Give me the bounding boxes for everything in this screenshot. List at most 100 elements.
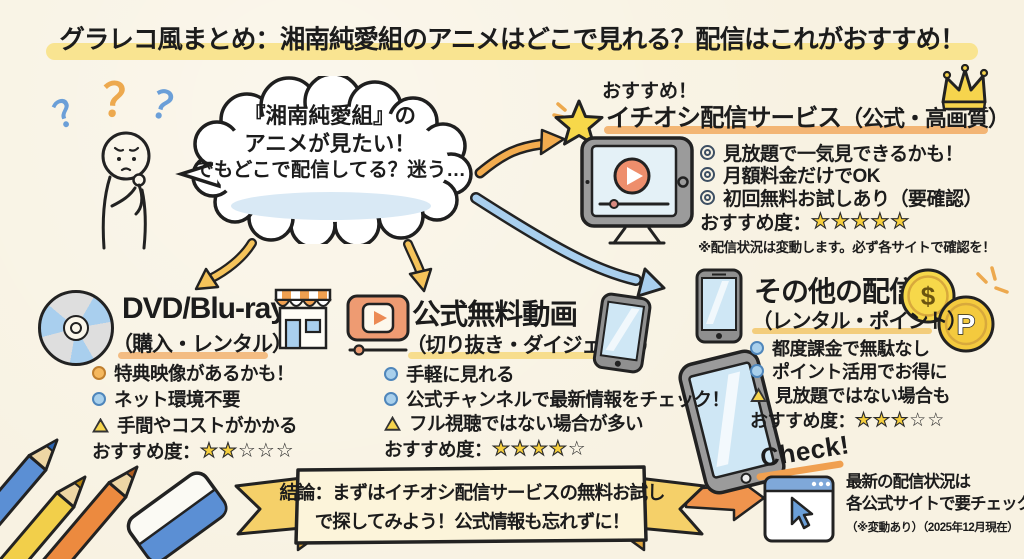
bullet-item: 見放題ではない場合も xyxy=(750,383,951,407)
star-icon: ☆ xyxy=(256,440,276,462)
bullet-marker-icon xyxy=(92,366,106,380)
tablet-player-icon xyxy=(580,136,694,245)
dvd-rating: おすすめ度： ★★☆☆☆ xyxy=(92,438,295,464)
star-icon: ★ xyxy=(870,210,891,233)
bullet-item: 公式チャンネルで最新情報をチェック！ xyxy=(384,387,730,412)
bullet-text: 見放題ではない場合も xyxy=(775,385,951,406)
other-title: その他の配信 xyxy=(754,276,917,307)
bullet-item: ネット環境不要 xyxy=(92,386,297,412)
bullet-item: ポイント活用でお得に xyxy=(750,360,950,384)
bullet-marker-icon xyxy=(384,391,398,406)
star-icon: ☆ xyxy=(567,438,587,460)
bullet-marker-icon xyxy=(700,189,715,205)
other-bullets: 都度課金で無駄なし ポイント活用でお得に 見放題ではない場合も xyxy=(750,336,951,407)
bullet-text: 都度課金で無駄なし xyxy=(772,338,930,359)
dvd-disc-hole xyxy=(62,314,89,341)
check-note: （※変動あり）（2025年12月現在） xyxy=(846,522,1019,534)
bullet-text: 手軽に見れる xyxy=(406,364,515,386)
bullet-marker-icon xyxy=(750,364,764,379)
star-icon: ☆ xyxy=(909,409,928,431)
bullet-text: 特典映像があるかも！ xyxy=(114,363,295,384)
bullet-marker-icon xyxy=(750,387,767,403)
worried-person-icon xyxy=(101,131,151,250)
recommended-underline xyxy=(604,126,988,134)
arrow-to-dvd-icon xyxy=(194,238,257,291)
arrow-to-recommended-icon xyxy=(474,128,566,179)
smartphone-icon xyxy=(592,292,652,374)
other-rating: おすすめ度： ★★★☆☆ xyxy=(750,407,945,433)
check-text: 最新の配信状況は 各公式サイトで要チェック！ xyxy=(846,472,1024,516)
conclusion-line: 結論：まずはイチオシ配信サービスの無料お試し xyxy=(279,482,665,504)
bullet-item: 見放題で一気見できるかも！ xyxy=(700,141,982,165)
other-underline xyxy=(752,328,932,334)
conclusion-line: で探してみよう！公式情報も忘れずに！ xyxy=(314,511,630,532)
dvd-title: DVD/Blu-ray xyxy=(122,292,287,325)
arrow-to-other-icon xyxy=(470,192,666,298)
star-icon: ★ xyxy=(491,438,511,460)
other-subtitle: （レンタル・ポイント） xyxy=(752,310,967,333)
recommended-bullets: 見放題で一気見できるかも！ 月額料金だけでOK 初回無料お試しあり（要確認） xyxy=(700,141,983,210)
star-icon: ☆ xyxy=(237,440,257,462)
official-bullets: 手軽に見れる 公式チャンネルで最新情報をチェック！ フル視聴ではない場合が多い xyxy=(384,362,730,436)
star-icon: ★ xyxy=(850,210,871,233)
bullet-marker-icon xyxy=(750,340,764,355)
bullet-marker-icon xyxy=(92,392,106,406)
arrow-to-official-icon xyxy=(403,239,433,293)
star-icon: ★ xyxy=(529,438,549,460)
bullet-item: 手間やコストがかかる xyxy=(92,412,298,438)
recommended-title: イチオシ配信サービス xyxy=(606,105,842,132)
official-underline xyxy=(408,352,640,359)
star-icon: ★ xyxy=(890,210,911,233)
thought-line: でもどこで配信してる？迷う… xyxy=(194,159,466,182)
dvd-bullets: 特典映像があるかも！ ネット環境不要 手間やコストがかかる xyxy=(92,360,298,438)
rating-stars: ★★★★★ xyxy=(810,210,911,233)
bullet-text: 公式チャンネルで最新情報をチェック！ xyxy=(406,388,730,410)
bullet-item: フル視聴ではない場合が多い xyxy=(384,411,729,436)
point-symbol: P xyxy=(957,309,976,340)
star-icon: ★ xyxy=(218,440,238,462)
star-icon: ★ xyxy=(199,440,219,462)
dollar-symbol: $ xyxy=(921,281,936,311)
thought-bubble-text: 『湘南純愛組』の アニメが見たい！ でもどこで配信してる？迷う… xyxy=(193,103,467,183)
recommended-rating: おすすめ度： ★★★★★ xyxy=(700,208,910,235)
rating-label: おすすめ度： xyxy=(384,439,493,460)
star-icon: ★ xyxy=(548,438,568,460)
rating-stars: ★★☆☆☆ xyxy=(199,440,295,462)
coins-icon: $ P xyxy=(900,266,1009,353)
dvd-disc-icon xyxy=(38,290,114,366)
bullet-marker-icon xyxy=(700,144,715,160)
check-line: 各公式サイトで要チェック！ xyxy=(846,494,1024,513)
star-icon: ★ xyxy=(891,409,910,431)
conclusion-ribbon-icon xyxy=(234,465,706,552)
bullet-marker-icon xyxy=(700,167,715,183)
video-player-icon xyxy=(346,294,410,356)
smartphone-icon xyxy=(695,268,743,344)
bullet-text: 見放題で一気見できるかも！ xyxy=(723,143,964,165)
question-mark-icon: ？ xyxy=(100,73,150,129)
bullet-text: ポイント活用でお得に xyxy=(772,362,948,383)
page-title: グラレコ風まとめ：湘南純愛組のアニメはどこで見れる？配信はこれがおすすめ！ xyxy=(59,26,965,54)
conclusion-text: 結論：まずはイチオシ配信サービスの無料お試し で探してみよう！公式情報も忘れずに… xyxy=(262,474,682,542)
bullet-item: 初回無料お試しあり（要確認） xyxy=(700,186,983,210)
rating-label: おすすめ度： xyxy=(92,441,201,462)
bullet-text: ネット環境不要 xyxy=(114,389,241,410)
bullet-item: 特典映像があるかも！ xyxy=(92,360,297,386)
bullet-marker-icon xyxy=(384,367,398,382)
crown-icon xyxy=(941,64,989,111)
star-icon: ★ xyxy=(830,210,851,233)
bullet-text: 初回無料お試しあり（要確認） xyxy=(723,188,983,210)
bullet-marker-icon xyxy=(384,415,401,431)
rating-label: おすすめ度： xyxy=(750,411,856,431)
bullet-item: 手軽に見れる xyxy=(384,362,729,387)
rating-stars: ★★★★☆ xyxy=(491,438,587,460)
bullet-text: フル視聴ではない場合が多い xyxy=(409,413,644,435)
smartphone-large-icon xyxy=(678,349,786,495)
star-icon xyxy=(552,99,604,146)
dvd-underline xyxy=(118,352,268,359)
store-icon xyxy=(274,288,332,350)
bullet-text: 手間やコストがかかる xyxy=(117,415,298,436)
thought-line: 『湘南純愛組』の xyxy=(243,104,416,128)
star-icon: ★ xyxy=(510,438,530,460)
